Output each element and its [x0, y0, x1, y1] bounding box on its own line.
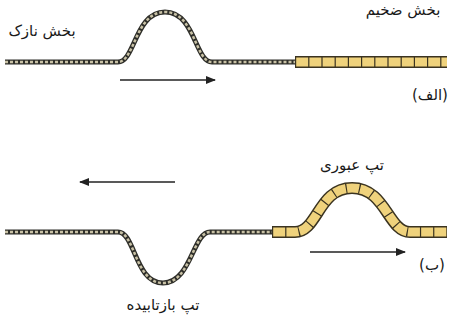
part-label: بخش نازک	[8, 22, 75, 40]
motion-arrow	[120, 79, 215, 80]
thin-rope	[5, 12, 296, 62]
pulse-label: تپ بازتابیده	[127, 296, 200, 314]
panel-label: (الف)	[412, 86, 448, 104]
thick-rope	[295, 62, 447, 63]
motion-arrow	[80, 181, 175, 182]
thin-rope	[5, 232, 274, 283]
pulse-label: تپ عبوری	[320, 156, 384, 174]
thick-rope	[272, 188, 447, 232]
part-label: بخش ضخیم	[366, 1, 441, 19]
panel-label: (ب)	[419, 256, 445, 274]
motion-arrow	[310, 251, 405, 252]
